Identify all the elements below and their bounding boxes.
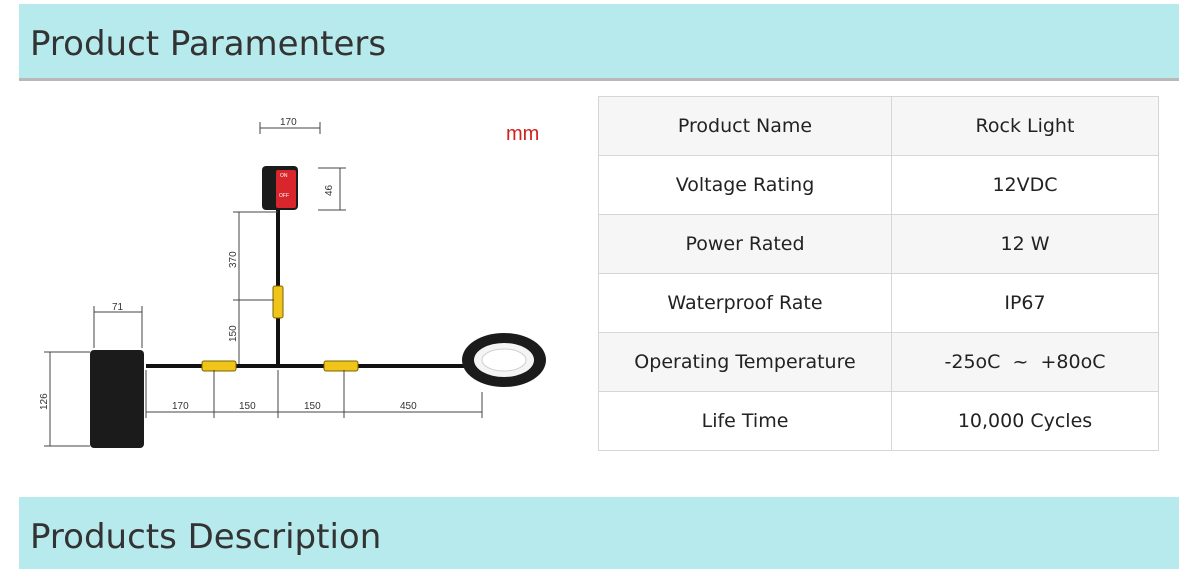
spec-value: 12VDC [891, 155, 1159, 215]
spec-value: Rock Light [891, 96, 1159, 156]
dim-box-width: 71 [112, 302, 124, 313]
wires [146, 208, 466, 368]
switch: ON OFF [262, 166, 298, 210]
spec-label: Power Rated [598, 214, 892, 274]
table-row: Power Rated 12 W [598, 214, 1159, 274]
section-title-description: Products Description [30, 517, 382, 557]
connectors [201, 285, 359, 372]
dim-seg-b: 150 [304, 401, 321, 412]
spec-value: -25oC ~ +80oC [891, 332, 1159, 392]
switch-on-label: ON [280, 173, 288, 179]
switch-off-label: OFF [279, 193, 289, 199]
dimension-lines [44, 122, 483, 447]
table-row: Voltage Rating 12VDC [598, 155, 1159, 215]
table-row: Waterproof Rate IP67 [598, 273, 1159, 333]
spec-label: Voltage Rating [598, 155, 892, 215]
dim-switch-width: 170 [280, 117, 297, 128]
section-header-parameters: Product Paramenters [19, 4, 1179, 81]
spec-value: 12 W [891, 214, 1159, 274]
section-header-description: Products Description [19, 497, 1179, 569]
dim-vertical-lower: 150 [228, 325, 239, 342]
dim-box-height: 126 [39, 393, 50, 410]
dim-switch-height: 46 [324, 184, 335, 196]
spec-label: Waterproof Rate [598, 273, 892, 333]
section-title-parameters: Product Paramenters [30, 24, 387, 64]
spec-value: 10,000 Cycles [891, 391, 1159, 451]
spec-table: Product Name Rock Light Voltage Rating 1… [598, 96, 1159, 451]
dim-seg-light: 450 [400, 401, 417, 412]
table-row: Operating Temperature -25oC ~ +80oC [598, 332, 1159, 392]
spec-label: Product Name [598, 96, 892, 156]
wiring-diagram: mm ON OFF [28, 100, 588, 470]
dim-seg-box: 170 [172, 401, 189, 412]
table-row: Life Time 10,000 Cycles [598, 391, 1159, 451]
dim-vertical-total: 370 [228, 251, 239, 268]
rock-light [462, 333, 546, 387]
spec-label: Operating Temperature [598, 332, 892, 392]
spec-label: Life Time [598, 391, 892, 451]
spec-value: IP67 [891, 273, 1159, 333]
dim-seg-a: 150 [239, 401, 256, 412]
control-box [90, 350, 144, 448]
unit-label: mm [506, 123, 539, 145]
table-row: Product Name Rock Light [598, 96, 1159, 156]
